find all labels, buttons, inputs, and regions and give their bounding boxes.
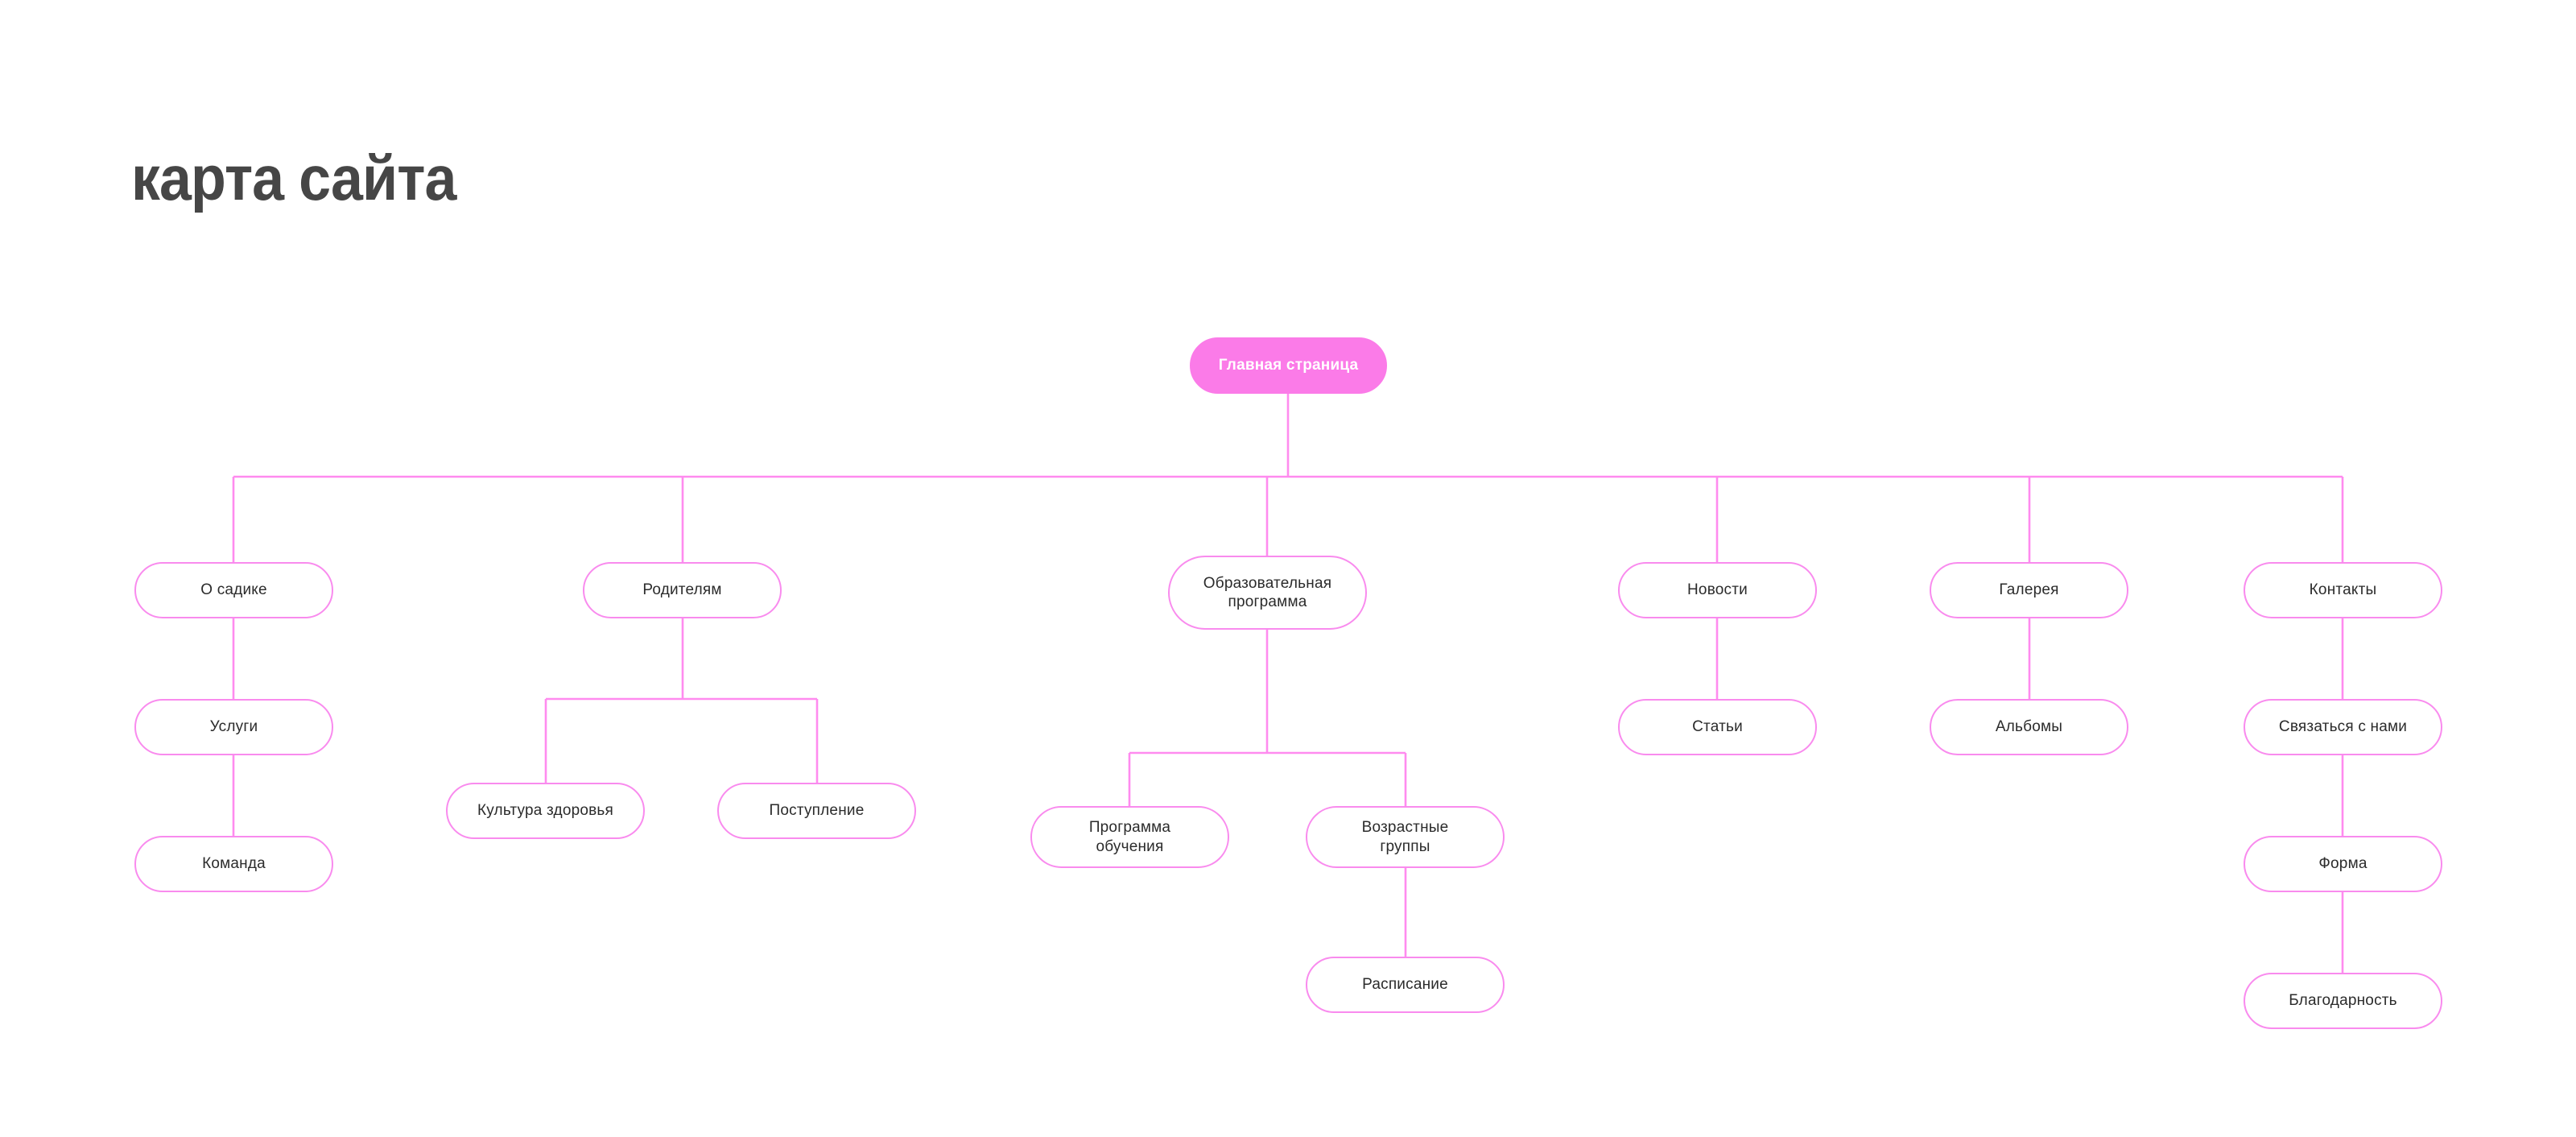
node-age-groups[interactable]: Возрастные группы [1306, 806, 1505, 868]
node-home[interactable]: Главная страница [1190, 337, 1387, 394]
node-articles[interactable]: Статьи [1618, 699, 1817, 755]
node-edu-program[interactable]: Образовательная программа [1168, 556, 1367, 630]
node-schedule[interactable]: Расписание [1306, 957, 1505, 1013]
node-gallery[interactable]: Галерея [1930, 562, 2128, 618]
node-team[interactable]: Команда [134, 836, 333, 892]
node-form[interactable]: Форма [2244, 836, 2442, 892]
node-admission[interactable]: Поступление [717, 783, 916, 839]
node-albums[interactable]: Альбомы [1930, 699, 2128, 755]
node-health-culture[interactable]: Культура здоровья [446, 783, 645, 839]
node-contacts[interactable]: Контакты [2244, 562, 2442, 618]
node-services[interactable]: Услуги [134, 699, 333, 755]
node-contact-us[interactable]: Связаться с нами [2244, 699, 2442, 755]
node-about[interactable]: О садике [134, 562, 333, 618]
node-study-program[interactable]: Программа обучения [1030, 806, 1229, 868]
node-thanks[interactable]: Благодарность [2244, 973, 2442, 1029]
page-title: карта сайта [131, 143, 456, 213]
node-parents[interactable]: Родителям [583, 562, 782, 618]
node-news[interactable]: Новости [1618, 562, 1817, 618]
